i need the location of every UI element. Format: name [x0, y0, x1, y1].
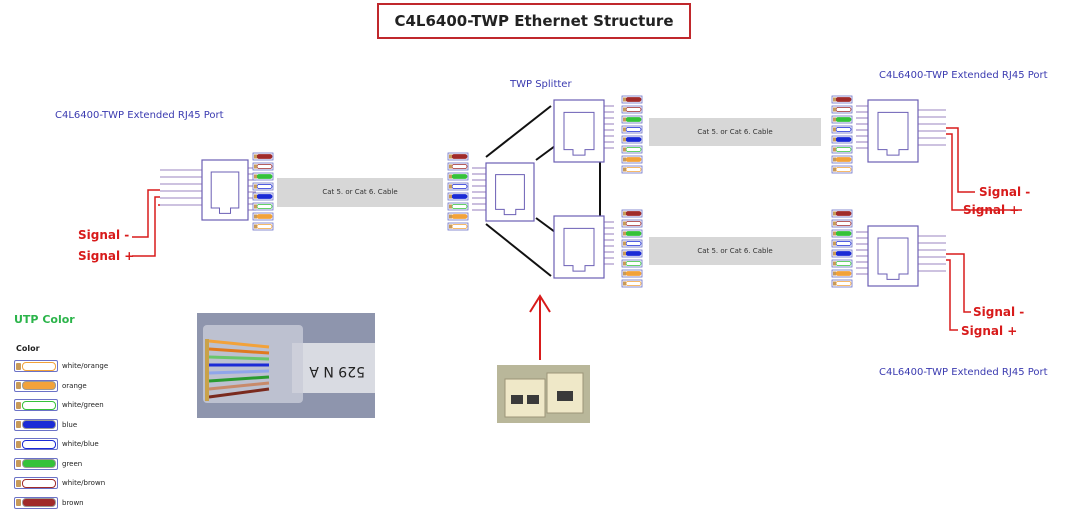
right-bottom-port-label: C4L6400-TWP Extended RJ45 Port: [879, 367, 1048, 378]
right-top-jack: [867, 99, 919, 163]
splitter-photo: [497, 365, 590, 423]
right-bottom-jack: [867, 225, 919, 287]
legend-item: white/brown: [14, 475, 105, 491]
photo-cable-print: 529 N A: [309, 363, 365, 379]
legend-item-label: white/orange: [62, 362, 109, 370]
legend-item: white/blue: [14, 436, 99, 452]
left-pin-strip: [252, 152, 274, 231]
cable-bottom-label: Cat 5. or Cat 6. Cable: [697, 247, 773, 255]
legend-item-label: white/blue: [62, 440, 99, 448]
right-top-port-label: C4L6400-TWP Extended RJ45 Port: [879, 70, 1048, 81]
right-top-contacts: [856, 105, 868, 149]
right-top-minus-wire: [946, 127, 975, 193]
legend-item: green: [14, 456, 82, 472]
left-signal-plus-wire: [132, 196, 160, 257]
cable-left: [277, 178, 443, 207]
legend-item: white/green: [14, 397, 104, 413]
right-top-signal-plus: Signal +: [963, 203, 1020, 217]
left-port-label: C4L6400-TWP Extended RJ45 Port: [55, 110, 224, 121]
splitter-top-contacts: [604, 105, 614, 149]
cable-top-label: Cat 5. or Cat 6. Cable: [697, 128, 773, 136]
right-top-side-wires: [918, 109, 946, 146]
left-signal-minus-wire: [132, 189, 160, 238]
splitter-top-pins: [621, 95, 643, 174]
legend-title: UTP Color: [14, 313, 75, 326]
cable-bottom: [649, 237, 821, 265]
legend-item-label: white/brown: [62, 479, 106, 487]
right-bottom-pins: [831, 209, 853, 288]
cable-left-label: Cat 5. or Cat 6. Cable: [322, 188, 398, 196]
splitter-top-jack: [553, 99, 605, 163]
legend-item-label: brown: [62, 498, 84, 507]
right-bottom-plus-wire: [946, 259, 958, 331]
wire-swatch: [14, 438, 58, 450]
cable-top: [649, 118, 821, 146]
right-bottom-side-wires: [918, 235, 946, 272]
legend-item-label: white/green: [62, 401, 104, 409]
splitter-bottom-pins: [621, 209, 643, 288]
wire-swatch: [14, 496, 58, 509]
left-jack: [201, 159, 249, 221]
right-bottom-contacts: [856, 231, 868, 275]
right-top-plus-wire: [946, 133, 1022, 211]
legend-item: blue: [14, 417, 77, 433]
left-jack-side-wires: [160, 169, 202, 206]
legend-item-label: orange: [62, 381, 87, 390]
splitter-jack: [485, 162, 535, 222]
right-bottom-signal-minus: Signal -: [973, 305, 1025, 319]
splitter-jack-contacts: [472, 167, 486, 211]
legend-item: orange: [14, 378, 87, 394]
legend-item: brown: [14, 495, 84, 511]
wire-swatch: [14, 457, 58, 470]
legend-item-label: blue: [62, 420, 78, 429]
right-top-signal-minus: Signal -: [979, 185, 1031, 199]
legend-item: white/orange: [14, 358, 108, 374]
wire-swatch: [14, 399, 58, 411]
splitter-bottom-jack: [553, 215, 605, 279]
wire-swatch: [14, 379, 58, 392]
splitter-label: TWP Splitter: [510, 79, 572, 90]
splitter-lines: [485, 105, 601, 277]
rj45-plug-photo: 529 N A: [197, 313, 375, 418]
splitter-bottom-contacts: [604, 221, 614, 265]
wire-swatch: [14, 477, 58, 489]
wire-swatch: [14, 418, 58, 431]
splitter-input-pins: [447, 152, 469, 231]
left-signal-plus: Signal +: [78, 249, 135, 263]
legend-item-label: green: [62, 459, 83, 468]
wire-swatch: [14, 360, 58, 372]
diagram-title: C4L6400-TWP Ethernet Structure: [377, 3, 691, 39]
right-bottom-signal-plus: Signal +: [961, 324, 1018, 338]
right-bottom-minus-wire: [946, 253, 971, 313]
left-signal-minus: Signal -: [78, 228, 130, 242]
legend-header: Color: [16, 344, 40, 353]
arrow-to-splitter: [529, 294, 551, 360]
right-top-pins: [831, 95, 853, 174]
